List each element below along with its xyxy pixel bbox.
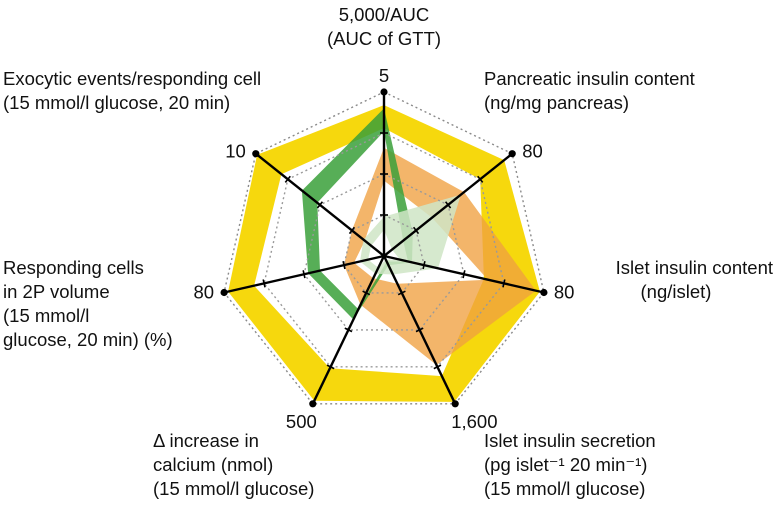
axis-tick-islet-insulin-content-2 (462, 270, 466, 279)
axis-tick-exocytic-events-3 (284, 175, 291, 183)
axis-tick-exocytic-events-1 (348, 226, 356, 235)
axis-tick-responding-cells-3 (262, 279, 266, 288)
axis-tick-islet-insulin-content-3 (502, 279, 506, 288)
axis-tick-pancreatic-insulin-1 (412, 226, 420, 235)
tick-labels: 5 80 80 1,600 500 80 10 (194, 65, 575, 432)
tick-label-auc: 5 (379, 65, 389, 86)
axis-title-islet-insulin-content: Islet insulin content(ng/islet) (616, 257, 773, 302)
axis-titles: 5,000/AUC(AUC of GTT) Pancreatic insulin … (3, 4, 773, 499)
axis-end-dot-exocytic-events (252, 150, 260, 158)
axis-tick-islet-insulin-secretion-2 (415, 327, 424, 333)
axis-end-dot-auc (380, 88, 388, 96)
axis-tick-calcium-1 (362, 290, 371, 296)
axis-tick-islet-insulin-secretion-3 (433, 364, 442, 370)
series-band-1 (344, 147, 536, 365)
axis-tick-calcium-2 (344, 327, 353, 333)
axis-tick-calcium-3 (326, 364, 335, 370)
axis-title-pancreatic-insulin: Pancreatic insulin content(ng/mg pancrea… (484, 68, 695, 113)
tick-label-responding-cells: 80 (194, 282, 215, 303)
tick-label-calcium: 500 (286, 411, 317, 432)
axis-tick-pancreatic-insulin-2 (444, 201, 452, 209)
axis-end-dot-pancreatic-insulin (508, 150, 516, 158)
grid-ring-4 (223, 91, 545, 405)
axis-tick-islet-insulin-content-1 (422, 261, 426, 270)
tick-label-islet-insulin-secretion: 1,600 (451, 411, 497, 432)
axis-end-dot-islet-insulin-secretion (451, 400, 459, 408)
axis-tick-responding-cells-2 (302, 270, 306, 279)
axis-tick-exocytic-events-2 (316, 201, 324, 209)
grid-ring-2 (303, 173, 465, 331)
axis-tick-responding-cells-1 (342, 261, 346, 270)
axis-tick-pancreatic-insulin-3 (477, 175, 484, 183)
tick-label-islet-insulin-content: 80 (554, 282, 575, 303)
axis-tick-islet-insulin-secretion-1 (397, 290, 406, 296)
axis-end-dot-islet-insulin-content (540, 288, 548, 297)
axis-title-exocytic-events: Exocytic events/responding cell(15 mmol/… (3, 68, 261, 113)
axis-end-dot-calcium (309, 400, 317, 408)
axis-end-dot-responding-cells (220, 288, 228, 297)
grid-ring-1 (343, 214, 425, 294)
tick-label-pancreatic-insulin: 80 (522, 141, 543, 162)
tick-label-exocytic-events: 10 (225, 141, 246, 162)
axis-title-islet-insulin-secretion: Islet insulin secretion(pg islet⁻¹ 20 mi… (484, 430, 656, 499)
axis-title-auc: 5,000/AUC(AUC of GTT) (327, 4, 441, 49)
grid (223, 91, 545, 405)
axes (220, 88, 548, 408)
